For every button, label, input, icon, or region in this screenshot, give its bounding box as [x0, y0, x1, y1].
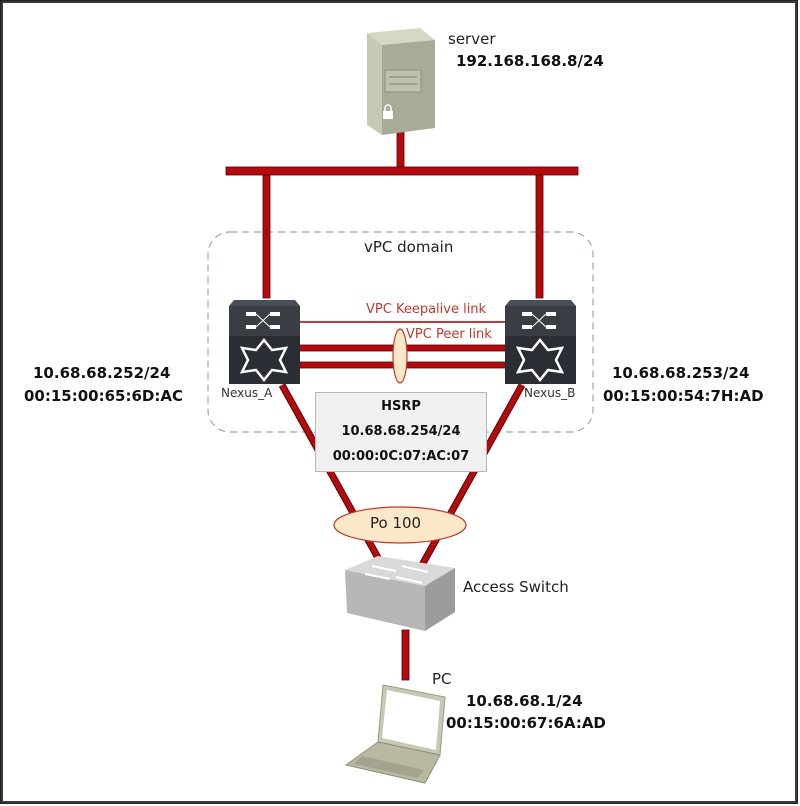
server-ip: 192.168.168.8/24	[456, 52, 604, 70]
hsrp-mac: 00:00:0C:07:AC:07	[332, 449, 470, 464]
vpc-domain-label: vPC domain	[364, 238, 454, 256]
port-channel-label: Po 100	[370, 514, 422, 532]
hsrp-title: HSRP	[381, 399, 421, 414]
nexus-a-ip: 10.68.68.252/24	[33, 364, 171, 382]
nexus-a-icon	[229, 300, 300, 384]
hsrp-box: HSRP 10.68.68.254/24 00:00:0C:07:AC:07	[315, 392, 487, 472]
nexus-b-ip: 10.68.68.253/24	[612, 364, 750, 382]
access-to-pc-link	[401, 629, 410, 681]
nexus-a-name: Nexus_A	[221, 386, 273, 400]
access-switch-icon	[345, 556, 455, 631]
server-uplink	[396, 129, 405, 173]
nexus-b-name: Nexus_B	[524, 386, 576, 400]
hsrp-ip: 10.68.68.254/24	[341, 424, 461, 439]
access-switch-name: Access Switch	[463, 578, 569, 596]
keepalive-link-label: VPC Keepalive link	[366, 302, 487, 317]
nexus-b-mac: 00:15:00:54:7H:AD	[603, 387, 764, 405]
peer-link-label: VPC Peer link	[406, 327, 492, 342]
server-name: server	[448, 30, 496, 48]
port-channel-ellipse	[333, 506, 467, 544]
pc-ip: 10.68.68.1/24	[466, 692, 583, 710]
pc-mac: 00:15:00:67:6A:AD	[446, 714, 606, 732]
nexus-b-icon	[505, 300, 576, 384]
server-bus	[225, 166, 579, 176]
pc-name: PC	[432, 670, 452, 688]
bus-to-nexus-a	[262, 174, 271, 299]
peer-link-bundle-ellipse	[392, 328, 408, 384]
server-icon	[367, 28, 435, 135]
bus-to-nexus-b	[535, 174, 544, 299]
nexus-a-mac: 00:15:00:65:6D:AC	[24, 387, 183, 405]
pc-laptop-icon	[344, 684, 446, 784]
